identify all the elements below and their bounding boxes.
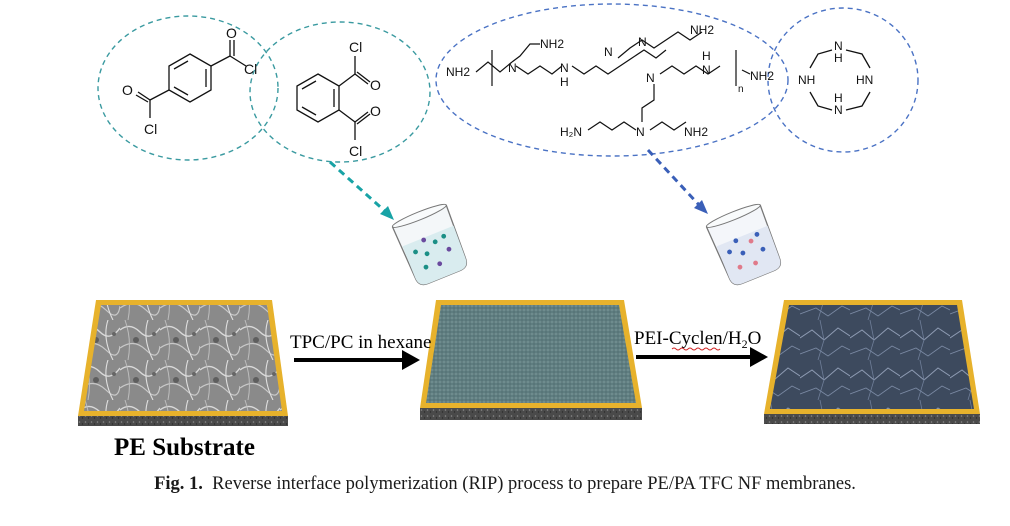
pc-cl-top: Cl: [349, 39, 362, 55]
tpc-molecule: Cl O O Cl: [122, 25, 257, 137]
spellcheck-squiggle: [671, 347, 721, 351]
tpc-cl-right: Cl: [244, 61, 257, 77]
figure-caption: Fig. 1. Reverse interface polymerization…: [0, 474, 1010, 495]
pei-nh2-bottom: NH2: [684, 125, 708, 139]
tpc-o-left: O: [122, 82, 133, 98]
cyclen-n-top: N: [834, 39, 843, 53]
pei-nh2-top2: NH2: [690, 23, 714, 37]
pei-nh2-top1: NH2: [540, 37, 564, 51]
pei-repeat-n: n: [738, 84, 744, 95]
pc-o-top: O: [370, 77, 381, 93]
pei-n-4: N: [636, 125, 645, 139]
step2-arrow: [636, 347, 768, 367]
cyclen-h-bottom: H: [834, 91, 843, 105]
membrane-intermediate: [420, 300, 642, 420]
cyclen-hn-right: HN: [856, 73, 873, 87]
pc-o-bottom: O: [370, 103, 381, 119]
pc-molecule: Cl O O Cl: [296, 39, 381, 159]
pei-nh-2: N: [638, 35, 647, 49]
step1-arrow: [294, 350, 420, 370]
step1-label: TPC/PC in hexane: [290, 332, 431, 353]
pei-nh2-left: NH2: [446, 65, 470, 79]
pc-cl-bottom: Cl: [349, 143, 362, 159]
cyclen-n-bottom: N: [834, 103, 843, 117]
beaker-tpc-pc: [391, 203, 468, 286]
pei-h2n-left: H₂N: [560, 125, 582, 139]
caption-prefix: Fig. 1.: [154, 474, 203, 494]
pei-ellipse: [435, 3, 789, 157]
pei-n-3: N: [646, 71, 655, 85]
pei-nh-3: H: [702, 49, 711, 63]
cyclen-molecule: N H NH HN H N: [798, 39, 873, 117]
blue-dashed-arrow: [646, 148, 708, 214]
cyclen-ellipse: [767, 7, 919, 153]
membrane-pe-pa-tfc: [764, 300, 980, 424]
pei-nh-1: N: [560, 61, 569, 75]
step2-label-sub: 2: [742, 337, 748, 351]
teal-dashed-arrow: [329, 160, 394, 220]
beaker-pei-cyclen: [705, 203, 782, 286]
cyclen-h-top: H: [834, 51, 843, 65]
pei-n-2: N: [604, 45, 613, 59]
membrane-pe-substrate: [78, 300, 288, 426]
step2-label: PEI-Cyclen/H2O: [634, 328, 761, 351]
pei-nh2-right: NH2: [750, 69, 774, 83]
tpc-ellipse: [97, 15, 279, 161]
pei-molecule: NH2 N NH2 N H N N NH2 N H N n NH2 N H₂N …: [446, 23, 774, 139]
pei-n-1: N: [508, 61, 517, 75]
tpc-o-top: O: [226, 25, 237, 41]
cyclen-nh-left: NH: [798, 73, 815, 87]
pei-h-1: H: [560, 75, 569, 89]
step2-label-prefix: PEI-Cyclen/H: [634, 328, 742, 349]
tpc-cl-bottom: Cl: [144, 121, 157, 137]
pei-nh-3b: N: [702, 63, 711, 77]
substrate-label: PE Substrate: [114, 434, 255, 461]
caption-text: Reverse interface polymerization (RIP) p…: [212, 474, 856, 494]
step2-label-suffix: O: [748, 328, 762, 349]
pc-ellipse: [249, 21, 431, 163]
